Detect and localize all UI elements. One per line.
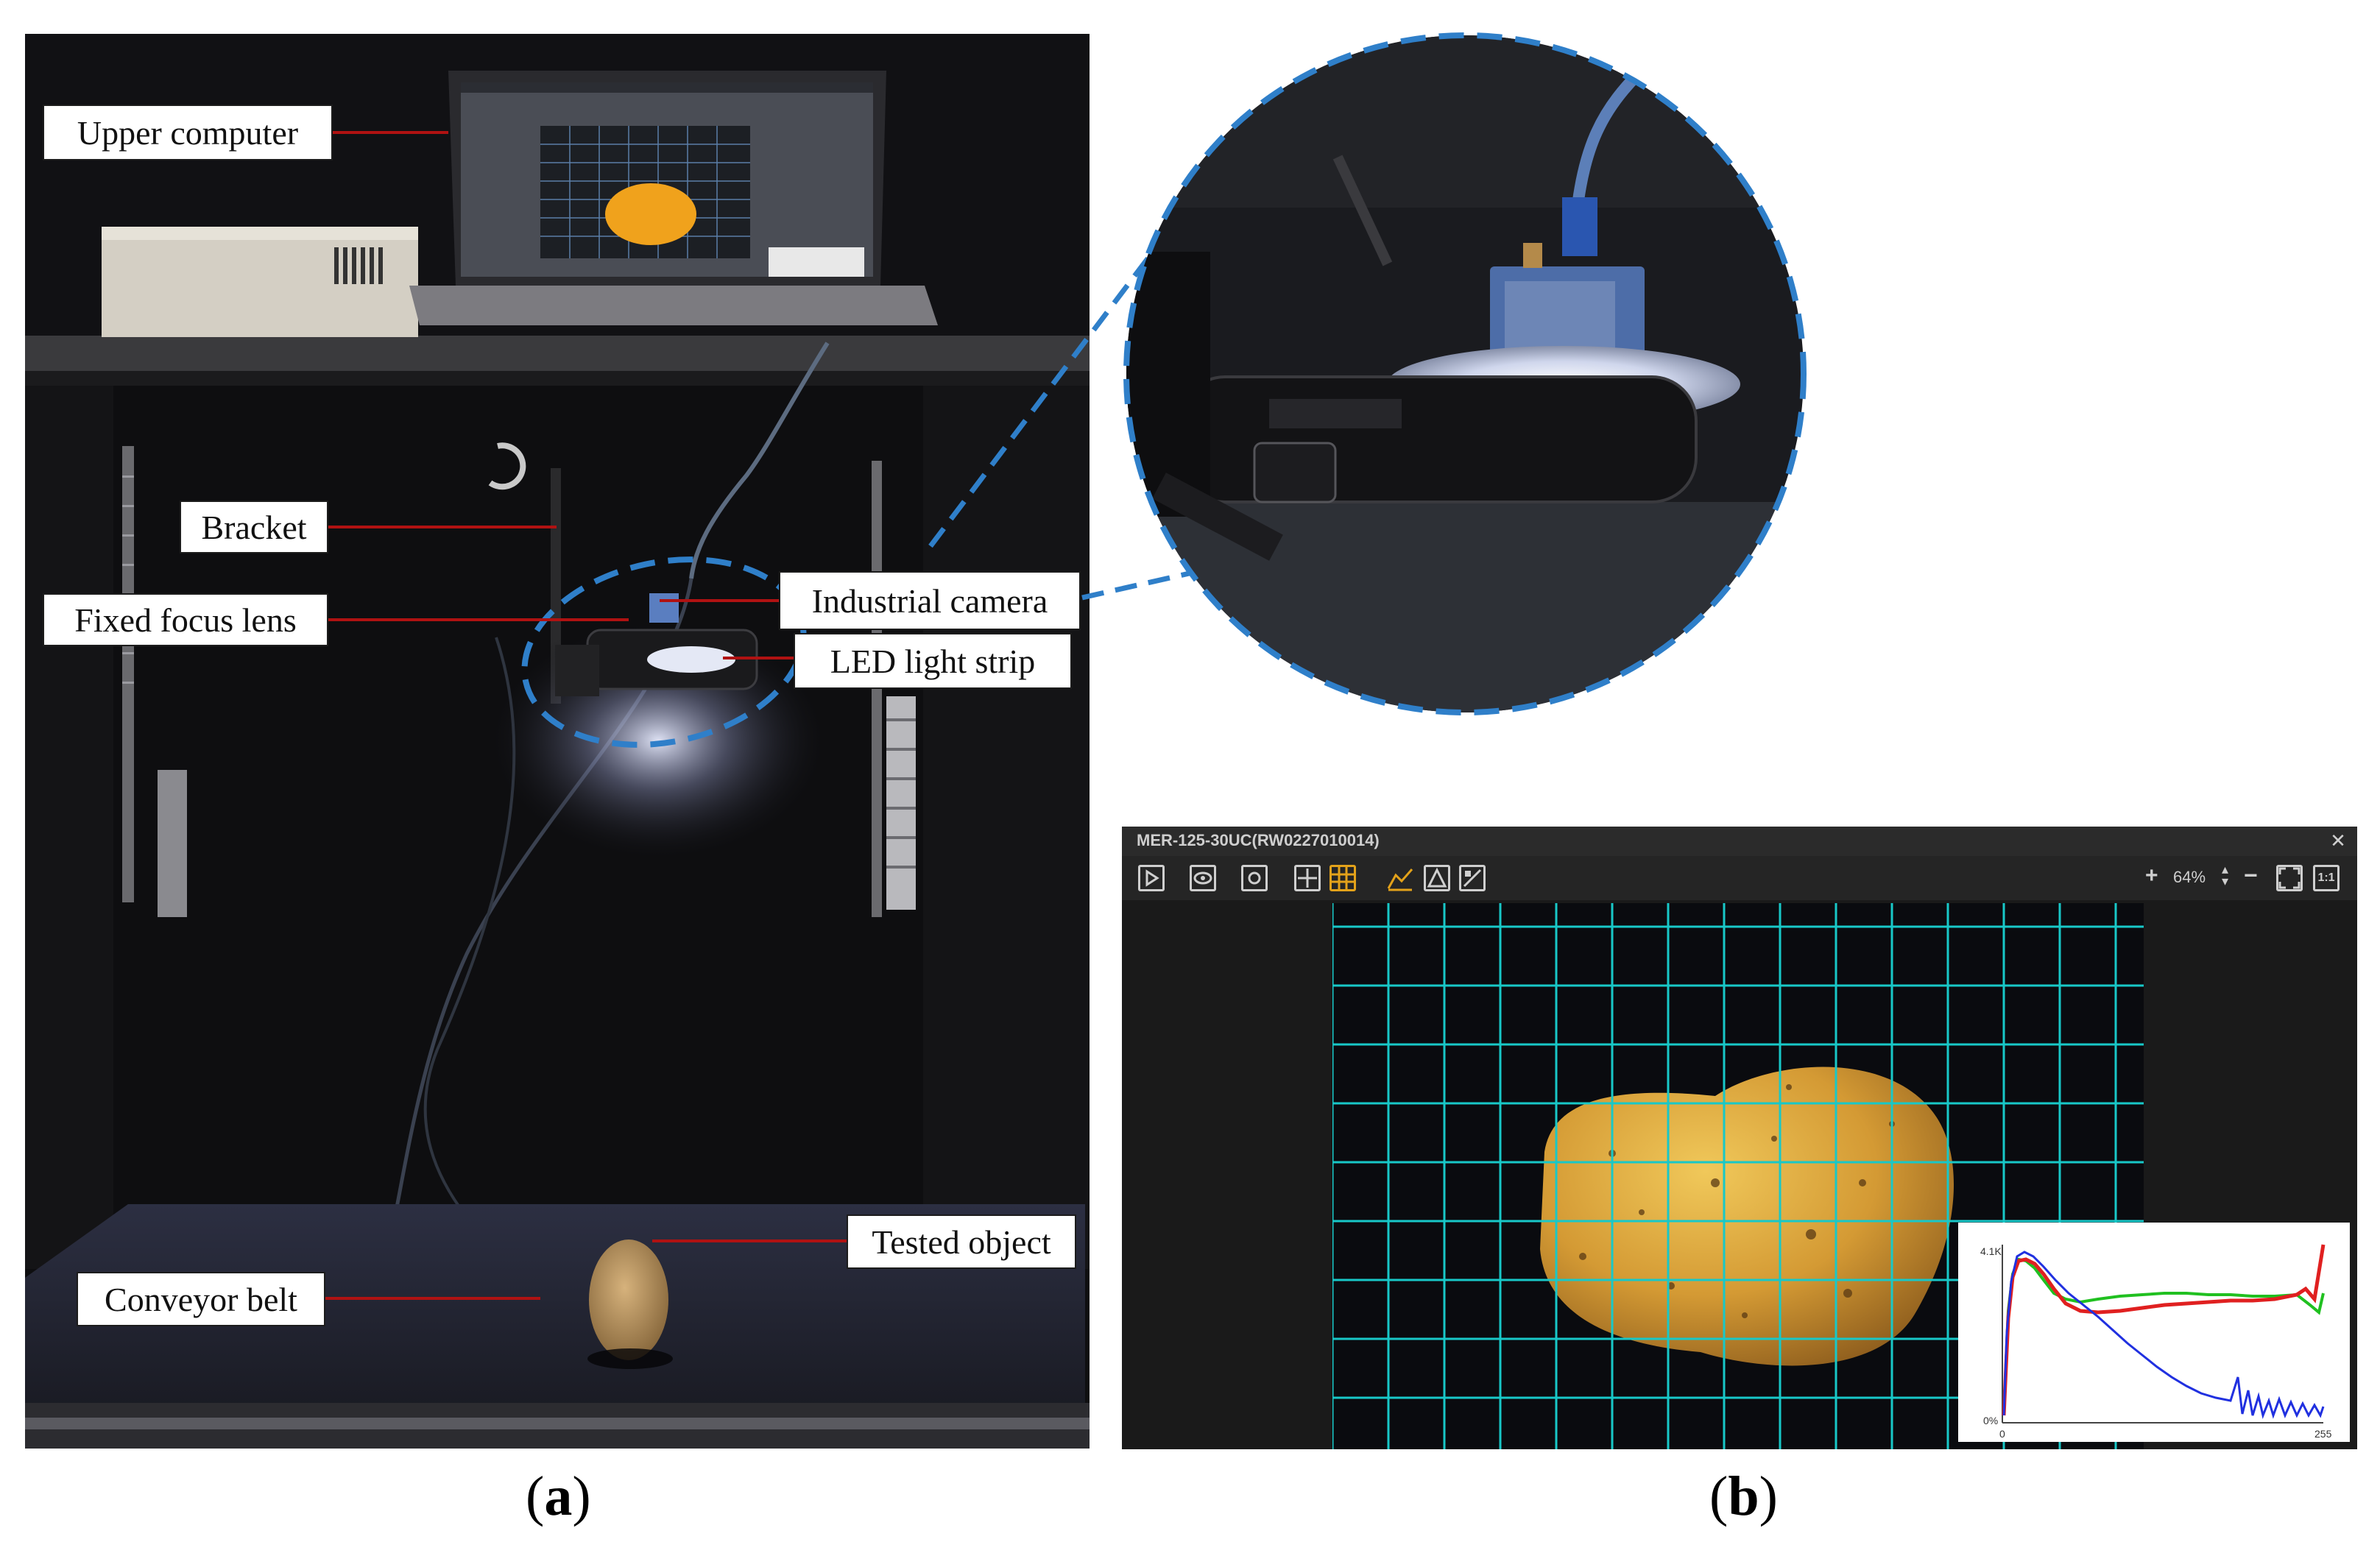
close-icon[interactable]: ✕	[2330, 830, 2346, 852]
toolbar	[1122, 856, 2357, 900]
panel-label-a: (a)	[526, 1465, 591, 1529]
zoom-out-button[interactable]: −	[2244, 862, 2258, 888]
panel-label-b: (b)	[1709, 1465, 1778, 1529]
fit-screen-icon[interactable]	[2276, 865, 2303, 891]
exposure-icon[interactable]	[1424, 865, 1450, 891]
histogram-x-max-label: 255	[2314, 1428, 2332, 1440]
histogram-y-min-label: 0%	[1983, 1415, 1998, 1426]
panel-a-close-paren: )	[572, 1465, 591, 1527]
callout-industrial-camera: Industrial camera	[779, 571, 1081, 630]
eye-icon[interactable]	[1190, 865, 1216, 891]
panel-a-letter: a	[544, 1465, 573, 1527]
callout-tested-object: Tested object	[847, 1214, 1076, 1269]
snapshot-icon[interactable]	[1241, 865, 1268, 891]
zoom-in-button[interactable]: +	[2145, 863, 2158, 888]
apparatus-photo: Upper computer Bracket Fixed focus lens …	[25, 34, 1090, 1449]
callout-fixed-focus-lens: Fixed focus lens	[43, 593, 328, 646]
crosshair-icon[interactable]	[1294, 865, 1321, 891]
actual-size-label: 1:1	[2317, 871, 2335, 884]
histogram-chart: 4.1K 0% 0 255	[1980, 1244, 2332, 1440]
white-balance-icon[interactable]	[1459, 865, 1486, 891]
callout-upper-computer: Upper computer	[43, 105, 333, 160]
callout-conveyor-belt: Conveyor belt	[77, 1272, 325, 1326]
callout-led-light-strip: LED light strip	[794, 633, 1072, 689]
panel-a-open-paren: (	[526, 1465, 545, 1527]
camera-software-window: MER-125-30UC(RW0227010014) ✕ + 64% ▴▾ −	[1122, 827, 2357, 1449]
zoom-level: 64%	[2173, 868, 2206, 886]
panel-b-close-paren: )	[1759, 1465, 1778, 1527]
panel-b-open-paren: (	[1709, 1465, 1728, 1527]
zoom-stepper-icon[interactable]: ▴▾	[2222, 862, 2229, 888]
apparatus-illustration	[25, 34, 1090, 1449]
histogram-toggle-icon[interactable]	[1387, 865, 1413, 891]
window-title: MER-125-30UC(RW0227010014)	[1137, 831, 1380, 849]
actual-size-button[interactable]: 1:1	[2313, 865, 2340, 891]
histogram-y-max-label: 4.1K	[1980, 1245, 2002, 1257]
grid-overlay-icon[interactable]	[1330, 865, 1356, 891]
histogram-x-min-label: 0	[1999, 1428, 2005, 1440]
panel-b-letter: b	[1728, 1465, 1759, 1527]
window-titlebar	[1122, 827, 2357, 856]
play-icon[interactable]	[1138, 865, 1165, 891]
histogram-panel: 4.1K 0% 0 255	[1958, 1223, 2350, 1442]
camera-magnified-view	[1122, 31, 1808, 717]
callout-bracket: Bracket	[180, 501, 328, 554]
